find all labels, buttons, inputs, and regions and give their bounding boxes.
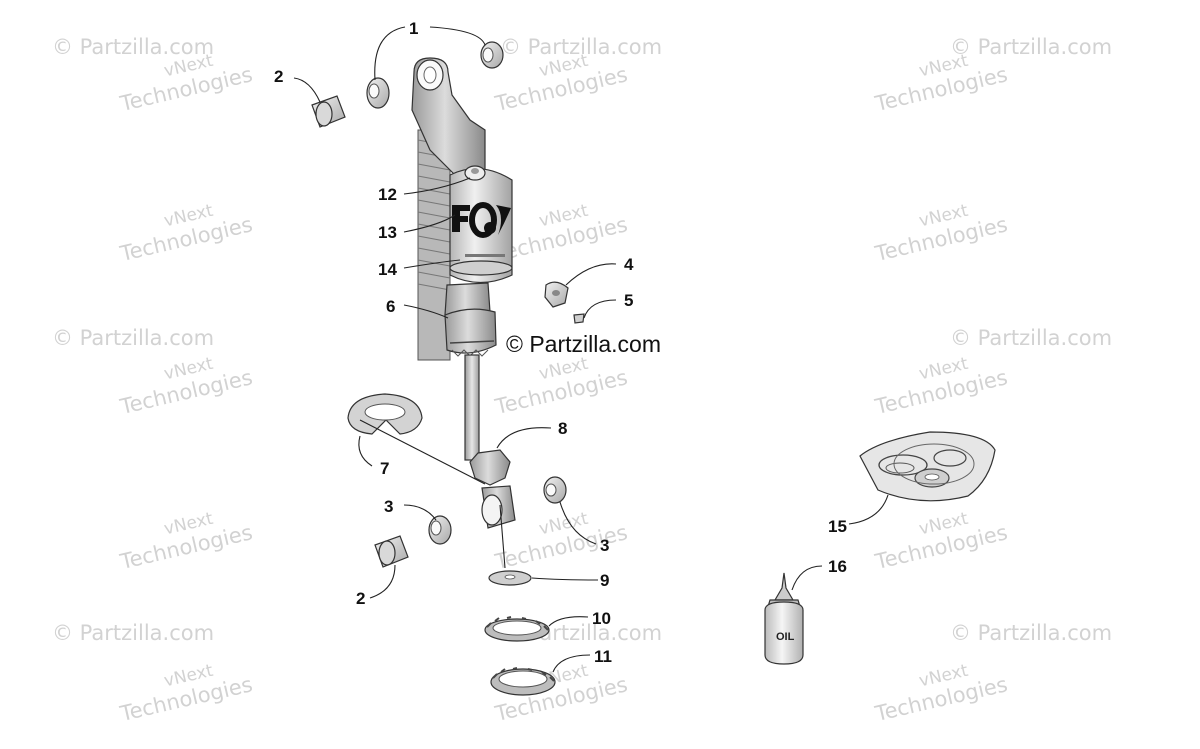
seal-kit — [859, 431, 996, 502]
callout-13: 13 — [378, 223, 397, 242]
spring-retainer — [347, 393, 423, 435]
watermark-text: © Partzilla.com — [500, 35, 662, 59]
callout-2-top: 2 — [274, 67, 283, 86]
callout-14: 14 — [378, 260, 397, 279]
watermark-partzilla: © Partzilla.com © Partzilla.com © Partzi… — [52, 35, 1112, 645]
sleeve-bottom — [374, 535, 409, 568]
callout-12: 12 — [378, 185, 397, 204]
sleeve-top — [311, 95, 346, 128]
shock-reservoir — [449, 167, 513, 284]
callout-9: 9 — [600, 571, 609, 590]
callout-3-left: 3 — [384, 497, 393, 516]
bump-stop — [469, 449, 511, 486]
oil-bottle: OIL — [764, 572, 804, 665]
callout-3-right: 3 — [600, 536, 609, 555]
oil-bottle-label: OIL — [776, 631, 795, 643]
callout-16: 16 — [828, 557, 847, 576]
callout-numbers: 1 2 2 3 3 4 5 6 7 8 9 10 11 12 13 14 15 … — [274, 19, 847, 666]
shock-shaft — [464, 354, 480, 461]
watermark-text: © Partzilla.com — [52, 326, 214, 350]
spring-lock-nut — [484, 616, 550, 642]
washer — [488, 570, 532, 586]
callout-5: 5 — [624, 291, 633, 310]
adjuster-cap — [544, 281, 569, 308]
callout-7: 7 — [380, 459, 389, 478]
set-screw — [573, 313, 585, 324]
bushing-top-right — [480, 41, 504, 69]
adjuster-knob — [464, 165, 486, 181]
bushing-bottom-right — [543, 476, 567, 504]
watermark-text: © Partzilla.com — [950, 35, 1112, 59]
watermark-layer: © Partzilla.com © Partzilla.com © Partzi… — [52, 35, 1112, 726]
shock-bottom-eye — [481, 485, 516, 529]
callout-8: 8 — [558, 419, 567, 438]
callout-1: 1 — [409, 19, 418, 38]
spring-coils — [417, 129, 451, 361]
callout-11: 11 — [594, 647, 612, 666]
spring-adjuster-nut — [490, 667, 556, 696]
shock-top-mount — [411, 57, 486, 176]
copyright-notice: © Partzilla.com — [506, 331, 661, 357]
fox-logo — [452, 202, 511, 238]
callout-15: 15 — [828, 517, 847, 536]
shock-lower-body — [444, 282, 497, 357]
callout-4: 4 — [624, 255, 634, 274]
shock-absorber — [411, 57, 516, 529]
watermark-text: © Partzilla.com — [950, 621, 1112, 645]
callout-2-bottom: 2 — [356, 589, 365, 608]
watermark-text: © Partzilla.com — [52, 621, 214, 645]
callout-6: 6 — [386, 297, 395, 316]
watermark-text: © Partzilla.com — [950, 326, 1112, 350]
bushing-bottom-left — [428, 515, 452, 545]
leader-lines — [293, 26, 889, 673]
watermark-text: © Partzilla.com — [52, 35, 214, 59]
callout-10: 10 — [592, 609, 611, 628]
bushing-top-left — [366, 77, 390, 109]
